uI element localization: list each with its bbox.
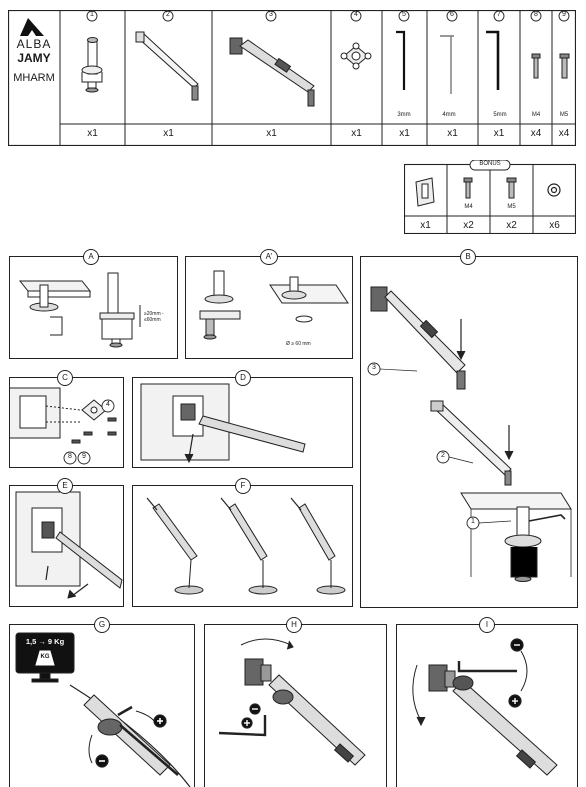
callout-number: 4 (106, 401, 110, 408)
callout-number: 8 (68, 453, 72, 460)
bonus-table-grid (404, 160, 576, 234)
part-9-screw-icon (559, 53, 570, 79)
step-a2-badge: A' (260, 249, 278, 265)
callout-number: 2 (441, 452, 445, 459)
parts-table: ALBA JAMY MHARM 1 2 3 4 5 6 7 8 9 3mm 4m… (8, 10, 576, 146)
part-number: 9 (562, 11, 566, 18)
bonus-qty: x1 (420, 220, 431, 231)
step-c-panel: 4 8 9 (9, 377, 124, 468)
part-number: 6 (450, 11, 454, 18)
step-c-illustration (10, 387, 117, 465)
step-f-badge: F (235, 478, 251, 494)
part-qty: x1 (399, 128, 410, 139)
step-f-panel (132, 485, 353, 607)
step-e-badge: E (57, 478, 73, 494)
step-g-badge: G (94, 617, 110, 633)
parts-table-grid (8, 10, 576, 146)
part-qty: x1 (447, 128, 458, 139)
step-f-illustration (146, 497, 346, 595)
part-5-allen-key-icon (396, 30, 406, 90)
part-8-screw-icon (531, 53, 541, 79)
part-number: 3 (269, 11, 273, 18)
part-note: 4mm (442, 112, 456, 118)
step-c-badge: C (57, 370, 73, 386)
callout-number: 1 (471, 518, 475, 525)
bonus-bracket-icon (415, 177, 435, 207)
bonus-note: M5 (507, 204, 516, 210)
brand-logo-icon (20, 18, 44, 36)
step-d-illustration (140, 383, 306, 464)
step-a-panel: ≥20mm - ≤60mm (9, 256, 178, 359)
step-d-badge: D (235, 370, 251, 386)
part-number: 2 (166, 11, 170, 18)
part-1-clamp-icon (81, 37, 103, 93)
callout-number: 9 (82, 453, 86, 460)
part-qty: x1 (163, 128, 174, 139)
step-g-illustration (15, 632, 191, 787)
part-note: M5 (559, 112, 569, 118)
bonus-qty: x2 (463, 220, 474, 231)
part-number: 8 (534, 11, 538, 18)
step-i-badge: I (479, 617, 495, 633)
part-qty: x1 (493, 128, 505, 139)
part-number: 1 (90, 11, 94, 18)
part-qty: x4 (558, 128, 570, 139)
part-3-arm-icon (229, 37, 315, 107)
part-note: M4 (531, 112, 541, 118)
part-qty: x1 (87, 128, 98, 139)
part-note: 5mm (493, 112, 507, 118)
step-h-panel (204, 624, 387, 787)
step-h-illustration (218, 638, 366, 766)
step-e-illustration (15, 491, 123, 599)
part-2-arm-icon (135, 31, 199, 101)
kg-label: KG (40, 654, 50, 660)
hole-diameter-label: Ø ≥ 60 mm (286, 341, 311, 347)
bonus-washer-icon (547, 183, 561, 197)
step-d-panel (132, 377, 353, 468)
part-qty: x1 (351, 128, 362, 139)
step-b-badge: B (460, 249, 476, 265)
model-name: MHARM (13, 72, 55, 84)
logo-mid-text: JAMY (17, 51, 51, 65)
step-i-panel (396, 624, 578, 787)
step-a-badge: A (83, 249, 99, 265)
step-h-badge: H (286, 617, 302, 633)
part-number: 4 (354, 11, 358, 18)
bonus-label: BONUS (479, 161, 501, 167)
callout-number: 3 (372, 364, 376, 371)
part-number: 7 (497, 11, 501, 18)
bonus-screw-m4-icon (463, 177, 473, 199)
bonus-note: M4 (464, 204, 473, 210)
bonus-qty: x6 (549, 220, 560, 231)
step-b-illustration (367, 286, 572, 582)
part-qty: x4 (530, 128, 542, 139)
step-i-illustration (412, 638, 558, 776)
step-b-panel: 3 2 1 (360, 256, 578, 608)
bonus-screw-m5-icon (506, 177, 517, 199)
step-a2-illustration (199, 270, 349, 340)
part-qty: x1 (266, 128, 277, 139)
bonus-table: BONUS M4 M5 x1 x2 x2 x6 (404, 160, 576, 234)
part-6-allen-key-icon (440, 35, 454, 94)
weight-range-label: 1,5 → 9 Kg (25, 637, 65, 646)
part-4-vesa-plate-icon (340, 42, 372, 70)
part-7-allen-key-icon (486, 30, 500, 90)
bonus-qty: x2 (506, 220, 517, 231)
step-a-illustration (18, 272, 141, 348)
step-e-panel (9, 485, 124, 607)
step-a2-panel: Ø ≥ 60 mm (185, 256, 353, 359)
step-g-panel: 1,5 → 9 Kg KG (9, 624, 195, 787)
part-number: 5 (402, 11, 406, 18)
logo-top-text: ALBA (16, 37, 52, 51)
part-note: 3mm (397, 112, 411, 118)
clamp-thickness-label: ≥20mm - ≤60mm (144, 311, 164, 323)
